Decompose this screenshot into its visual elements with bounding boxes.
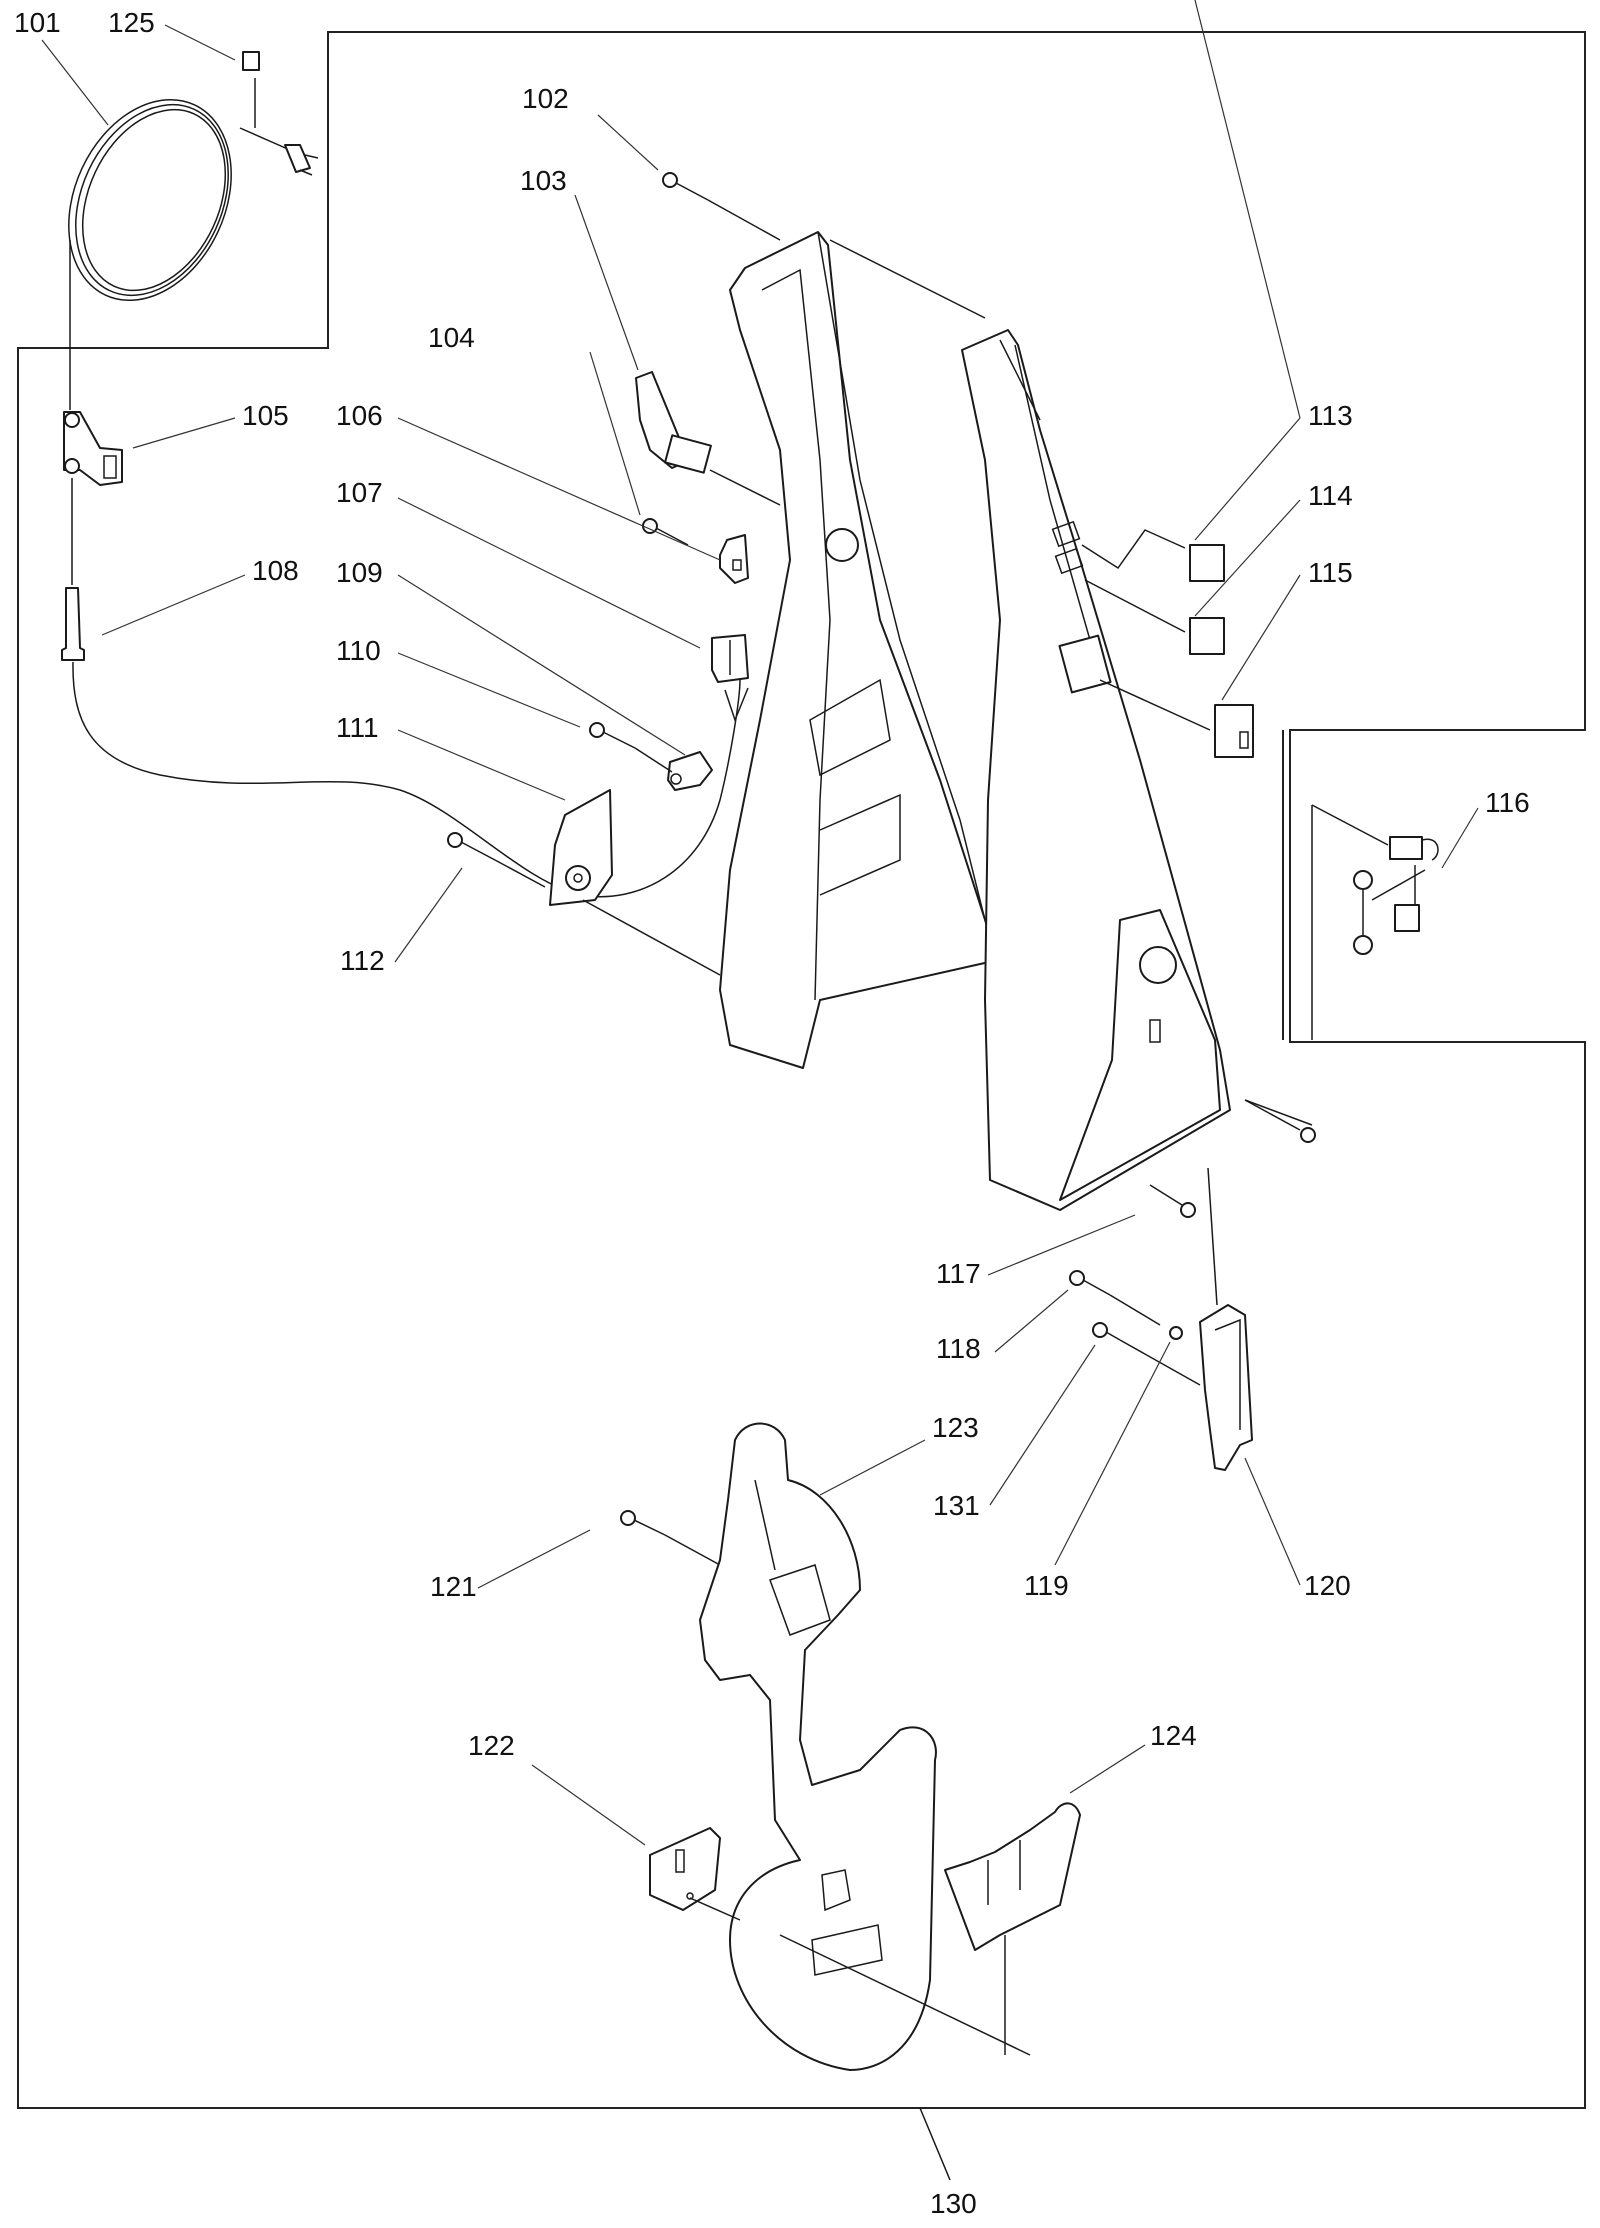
- leader-103: [574, 194, 639, 371]
- leader-123: [819, 1439, 926, 1496]
- label-115: 115: [1308, 557, 1353, 588]
- label-102: 102: [522, 83, 569, 114]
- label-106: 106: [336, 400, 383, 431]
- part-118-screw: [1069, 1270, 1161, 1326]
- leader-105: [132, 417, 236, 449]
- leader-119: [1054, 1341, 1171, 1566]
- label-117: 117: [936, 1258, 981, 1289]
- label-124: 124: [1150, 1720, 1197, 1751]
- label-103: 103: [520, 165, 567, 196]
- label-110: 110: [336, 635, 381, 666]
- part-115-rocker-switch: [1099, 679, 1254, 758]
- label-114: 114: [1308, 480, 1353, 511]
- label-105: 105: [242, 400, 289, 431]
- label-122: 122: [468, 1730, 515, 1761]
- label-123: 123: [932, 1412, 979, 1443]
- leader-116: [1441, 807, 1479, 869]
- part-120-bracket: [1199, 1167, 1253, 1471]
- part-101-power-cord: [68, 98, 319, 410]
- part-109-cable-clip: [667, 751, 713, 791]
- part-103-lever-knob: [635, 371, 781, 506]
- part-119-nut: [1169, 1326, 1183, 1340]
- part-131-screw: [1092, 1322, 1201, 1386]
- part-104-screw: [642, 518, 689, 546]
- label-111: 111: [336, 712, 379, 743]
- label-107: 107: [336, 477, 383, 508]
- label-112: 112: [340, 945, 385, 976]
- part-102-screw: [662, 172, 781, 241]
- leader-125: [164, 24, 236, 61]
- part-117-screw-lower: [1244, 1099, 1316, 1143]
- leader-120: [1244, 1457, 1301, 1586]
- part-125-cord-clip: [242, 51, 260, 128]
- label-113: 113: [1308, 400, 1353, 431]
- part-121-screw: [620, 1510, 721, 1566]
- leader-112: [394, 867, 463, 963]
- leader-118: [994, 1289, 1069, 1353]
- label-108: 108: [252, 555, 299, 586]
- label-104: 104: [428, 322, 475, 353]
- leader-111: [397, 729, 566, 801]
- label-119: 119: [1024, 1570, 1069, 1601]
- part-111-plate: [549, 789, 721, 976]
- label-130: 130: [930, 2188, 977, 2219]
- part-117-screw: [1149, 1184, 1196, 1218]
- part-main-housing-left: [719, 231, 999, 1069]
- leader-101: [41, 39, 109, 126]
- leader-124: [1069, 1744, 1146, 1794]
- leader-110: [397, 652, 581, 728]
- leader-108: [101, 574, 246, 636]
- leader-104: [589, 351, 641, 516]
- leader-121: [477, 1529, 591, 1589]
- part-122-circuit-board: [649, 1827, 741, 1921]
- leader-102: [597, 114, 659, 171]
- part-110-screw: [589, 722, 673, 773]
- label-116: 116: [1485, 787, 1530, 818]
- part-113-switch: [1081, 529, 1225, 582]
- part-106-bracket: [719, 534, 749, 584]
- leader-131: [989, 1344, 1096, 1506]
- part-116-latch: [1311, 804, 1439, 1040]
- leader-130: [919, 2107, 951, 2181]
- part-112-screw: [447, 832, 546, 888]
- part-114-switch: [1084, 579, 1225, 655]
- part-107-connector: [711, 634, 749, 723]
- leader-113-line: [1194, 417, 1301, 541]
- part-123-handle: [699, 1422, 1031, 2071]
- leader-106: [397, 417, 721, 561]
- label-121: 121: [430, 1571, 477, 1602]
- label-120: 120: [1304, 1570, 1351, 1601]
- part-108-sleeve: [61, 587, 741, 898]
- leader-113: [1194, 0, 1301, 419]
- label-118: 118: [936, 1333, 981, 1364]
- part-124-holder: [944, 1802, 1081, 2055]
- label-109: 109: [336, 557, 383, 588]
- label-101: 101: [14, 7, 61, 38]
- leader-114: [1194, 499, 1301, 617]
- part-main-housing-right: [961, 329, 1231, 1211]
- label-131: 131: [933, 1490, 980, 1521]
- part-105-cord-clamp: [63, 411, 123, 585]
- leader-122: [531, 1764, 646, 1846]
- leader-109: [397, 574, 686, 756]
- leader-107: [397, 497, 701, 649]
- leader-117: [987, 1214, 1136, 1276]
- leader-115: [1221, 574, 1301, 701]
- label-125: 125: [108, 7, 155, 38]
- assembly-frame-130: [17, 31, 1586, 2109]
